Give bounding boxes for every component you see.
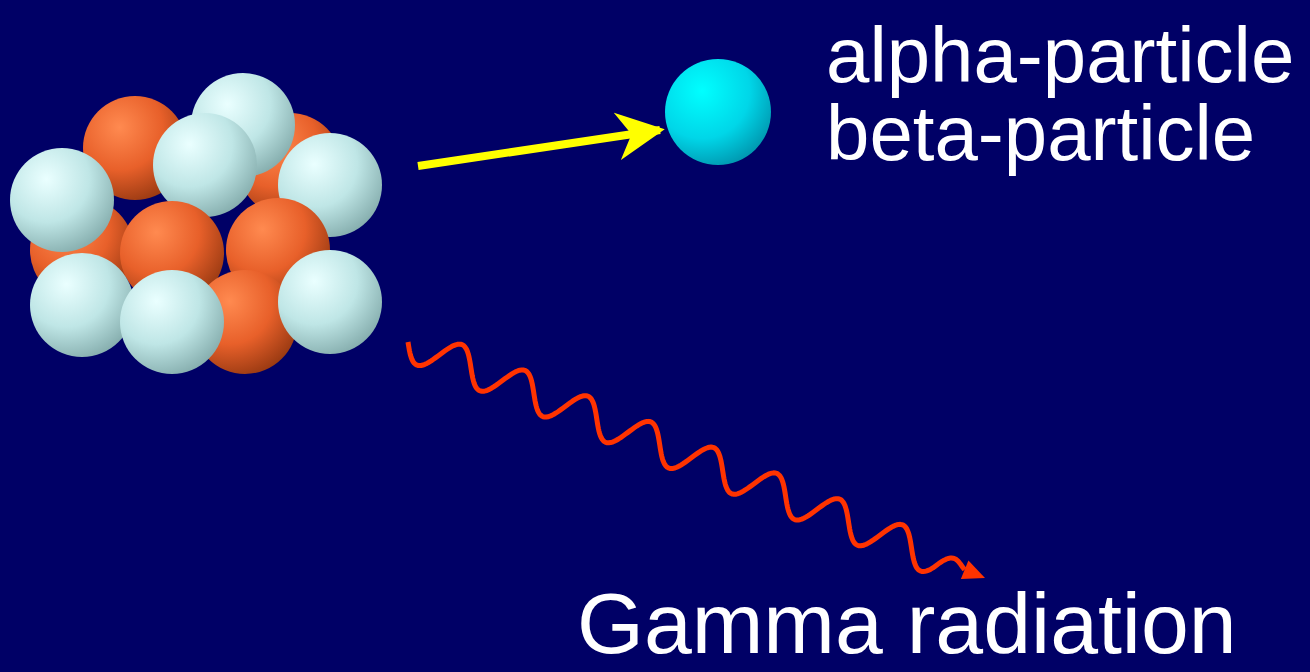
emitted-particle	[665, 59, 771, 165]
radiation-label: Gamma radiation	[577, 580, 1237, 666]
particle-label: beta-particle	[826, 94, 1255, 172]
emission-arrow	[418, 130, 660, 166]
neutron	[10, 148, 114, 252]
gamma-arrowhead	[961, 560, 985, 579]
nucleus	[10, 73, 382, 374]
neutron	[278, 250, 382, 354]
particle-label: alpha-particle	[826, 16, 1294, 94]
neutron	[30, 253, 134, 357]
neutron	[120, 270, 224, 374]
gamma-wave	[408, 342, 965, 572]
